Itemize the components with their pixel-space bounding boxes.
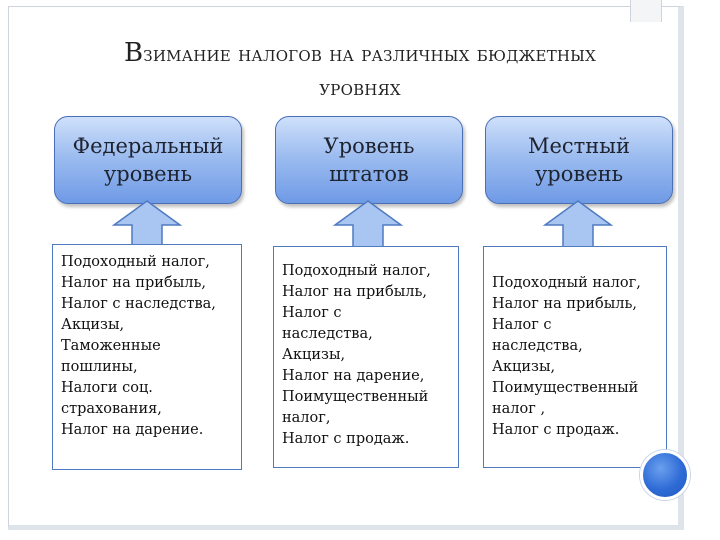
list-item: Налоги соц. — [61, 380, 153, 396]
title-initial: В — [123, 38, 144, 68]
title-line-2: уровнях — [319, 76, 401, 101]
list-item: Таможенные — [61, 338, 161, 354]
list-item: страхования, — [61, 401, 162, 417]
level-box-local: Местный уровень — [485, 116, 673, 204]
list-item: Налог с — [492, 317, 552, 333]
list-item: Налог на прибыль, — [282, 284, 427, 300]
list-item: Налог с продаж. — [492, 422, 620, 438]
list-item: Налог на прибыль, — [61, 275, 206, 291]
frame-tab — [630, 0, 662, 22]
title-line-1: Взимание налогов на различных бюджетных — [60, 36, 660, 72]
level-box-state: Уровень штатов — [275, 116, 463, 204]
level-label-state-line-2: штатов — [329, 162, 409, 186]
list-item: налог , — [492, 401, 546, 417]
list-item: Налог на дарение, — [282, 368, 425, 384]
page-title: Взимание налогов на различных бюджетных … — [60, 36, 660, 106]
list-item: наследства, — [282, 326, 373, 342]
list-item: пошлины, — [61, 359, 138, 375]
up-arrow-icon — [333, 200, 403, 248]
title-line-1-text: зимание налогов на различных бюджетных — [143, 42, 597, 67]
list-item: Подоходный налог, — [61, 254, 210, 270]
level-label-state-line-1: Уровень — [323, 134, 415, 158]
level-label-federal-line-2: уровень — [103, 162, 193, 186]
level-label-federal-line-1: Федеральный — [72, 134, 224, 158]
list-item: Налог с продаж. — [282, 431, 410, 447]
list-item: Подоходный налог, — [282, 263, 431, 279]
list-item: налог, — [282, 410, 331, 426]
list-item: Акцизы, — [61, 317, 125, 333]
up-arrow-icon — [543, 200, 613, 248]
list-item: Налог с наследства, — [61, 296, 216, 312]
list-item: Акцизы, — [492, 359, 556, 375]
up-arrow-icon — [112, 200, 182, 248]
list-item: Налог на прибыль, — [492, 296, 637, 312]
level-box-federal: Федеральный уровень — [54, 116, 242, 204]
list-item: Налог на дарение. — [61, 422, 204, 438]
list-item: наследства, — [492, 338, 583, 354]
list-item: Подоходный налог, — [492, 275, 641, 291]
decorative-circle-icon — [640, 450, 690, 500]
level-label-local-line-1: Местный — [527, 134, 631, 158]
level-label-local-line-2: уровень — [534, 162, 624, 186]
list-item: Поимущественный — [282, 389, 429, 405]
list-item: Поимущественный — [492, 380, 639, 396]
list-item: Акцизы, — [282, 347, 346, 363]
tax-list-local: Подоходный налог, Налог на прибыль, Нало… — [483, 246, 667, 468]
list-item: Налог с — [282, 305, 342, 321]
tax-list-federal: Подоходный налог, Налог на прибыль, Нало… — [52, 244, 242, 470]
tax-list-state: Подоходный налог, Налог на прибыль, Нало… — [273, 246, 459, 468]
